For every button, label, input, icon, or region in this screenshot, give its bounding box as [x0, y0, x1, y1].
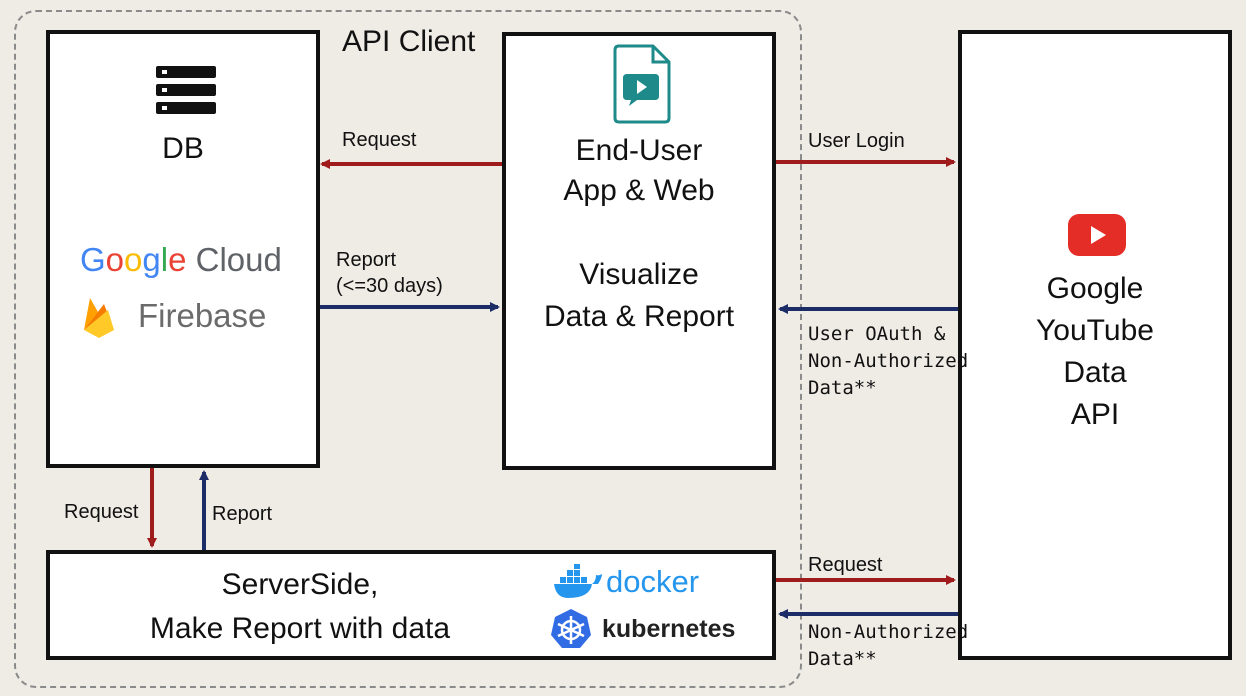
oauth-label-line2: Non-Authorized	[808, 350, 969, 372]
database-server-icon	[156, 66, 216, 114]
youtube-title-line1: Google	[1046, 272, 1144, 305]
user-login-label: User Login	[808, 130, 905, 152]
server-to-youtube-request-label: Request	[808, 554, 883, 576]
server-to-db-report-label: Report	[212, 503, 273, 525]
db-box[interactable]: DB Google Cloud Firebase	[46, 30, 320, 468]
firebase-icon	[82, 296, 116, 338]
end-user-app-box[interactable]: End-User App & Web Visualize Data & Repo…	[502, 32, 776, 470]
app-desc-line1: Visualize	[579, 258, 699, 291]
oauth-label-line1: User OAuth &	[808, 323, 946, 345]
google-letter: g	[142, 241, 161, 278]
db-to-app-report-label-line2: (<=30 days)	[336, 275, 443, 297]
kubernetes-helm-icon	[550, 608, 592, 650]
db-to-server-request-label: Request	[64, 501, 139, 523]
docker-whale-icon	[552, 564, 604, 602]
api-client-label: API Client	[342, 25, 476, 58]
google-letter: o	[105, 241, 125, 278]
google-letter: e	[168, 241, 187, 278]
api-client-boundary	[14, 10, 802, 688]
youtube-title-line2: YouTube	[1036, 314, 1154, 347]
serverside-box[interactable]: ServerSide, Make Report with data docker…	[46, 550, 776, 660]
google-cloud-logo: Google Cloud	[80, 238, 282, 282]
db-title: DB	[162, 132, 204, 165]
kubernetes-label: kubernetes	[602, 615, 736, 643]
app-desc-line2: Data & Report	[543, 300, 735, 333]
non-authorized-label-line2: Data**	[808, 648, 877, 670]
app-title-line2: App & Web	[563, 174, 715, 207]
video-chat-document-icon	[611, 44, 673, 124]
docker-label: docker	[606, 564, 700, 599]
server-title-line2: Make Report with data	[149, 612, 451, 645]
app-to-db-request-label: Request	[342, 129, 417, 151]
cloud-word: Cloud	[195, 241, 282, 278]
youtube-play-icon	[1068, 214, 1126, 256]
youtube-title-line3: Data	[1063, 356, 1127, 389]
non-authorized-label-line1: Non-Authorized	[808, 621, 969, 643]
youtube-title-line4: API	[1070, 398, 1120, 431]
youtube-api-box[interactable]: Google YouTube Data API	[958, 30, 1232, 660]
oauth-label-line3: Data**	[808, 377, 877, 399]
google-letter: G	[80, 241, 106, 278]
firebase-label: Firebase	[138, 297, 267, 334]
google-letter: l	[160, 241, 169, 278]
google-letter: o	[124, 241, 143, 278]
db-to-app-report-label-line1: Report	[336, 249, 397, 271]
app-title-line1: End-User	[575, 134, 703, 167]
server-title-line1: ServerSide,	[221, 568, 379, 601]
